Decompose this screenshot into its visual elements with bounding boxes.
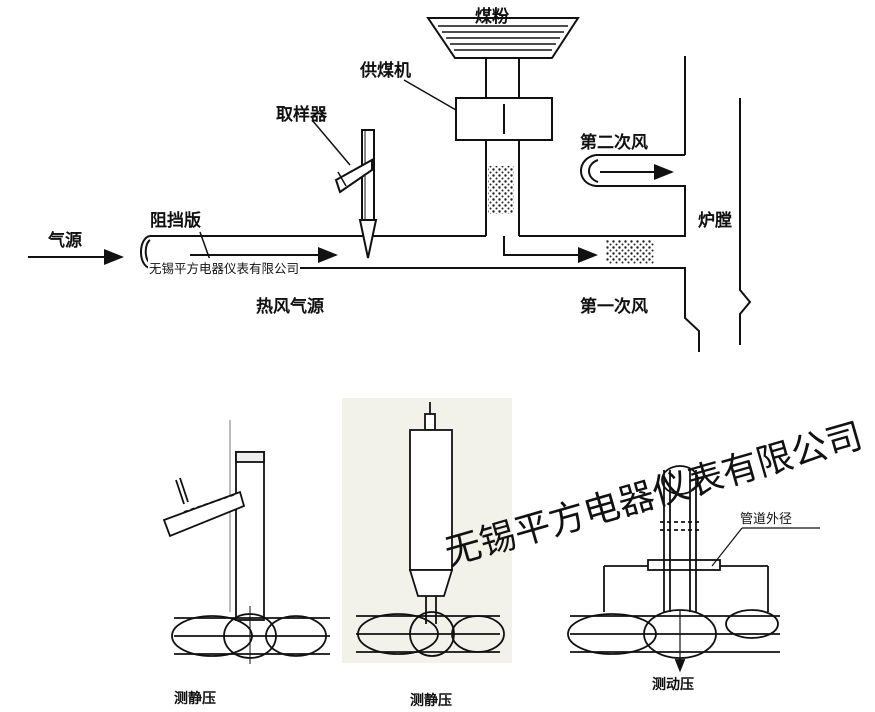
flow-arrows xyxy=(28,236,654,265)
static-pressure-mid-label: 测静压 xyxy=(410,693,452,709)
secondary-air-duct xyxy=(580,56,686,187)
hot-air-source-label: 热风气源 xyxy=(256,297,324,317)
furnace-label: 炉膛 xyxy=(698,211,732,231)
feeder-leader xyxy=(403,79,457,111)
static-pressure-left-label: 测静压 xyxy=(174,691,216,707)
dynamic-pressure-label: 测动压 xyxy=(652,677,694,693)
primary-air-label: 第一次风 xyxy=(580,297,648,317)
coal-feeder-label: 供煤机 xyxy=(360,61,411,81)
panel-static-mid xyxy=(342,398,512,663)
secondary-air-label: 第二次风 xyxy=(580,133,648,153)
sampler-probe xyxy=(311,119,378,259)
furnace-wall xyxy=(684,56,752,345)
watermark-small: 无锡平方电器仪表有限公司 xyxy=(148,258,301,277)
sampler-label: 取样器 xyxy=(276,105,327,125)
panel-dynamic xyxy=(567,465,820,673)
coal-hopper xyxy=(426,17,580,98)
coal-feeder-box xyxy=(455,97,553,141)
pipe-outer-diameter-label: 管道外径 xyxy=(740,512,793,527)
main-duct xyxy=(140,185,700,352)
panel-static-left xyxy=(162,420,330,664)
feeder-pipe xyxy=(485,140,520,236)
baffle-leader xyxy=(199,231,211,261)
air-source-label: 气源 xyxy=(48,231,82,251)
coal-powder-label: 煤粉 xyxy=(475,7,509,27)
baffle-label: 阻挡版 xyxy=(150,211,201,231)
